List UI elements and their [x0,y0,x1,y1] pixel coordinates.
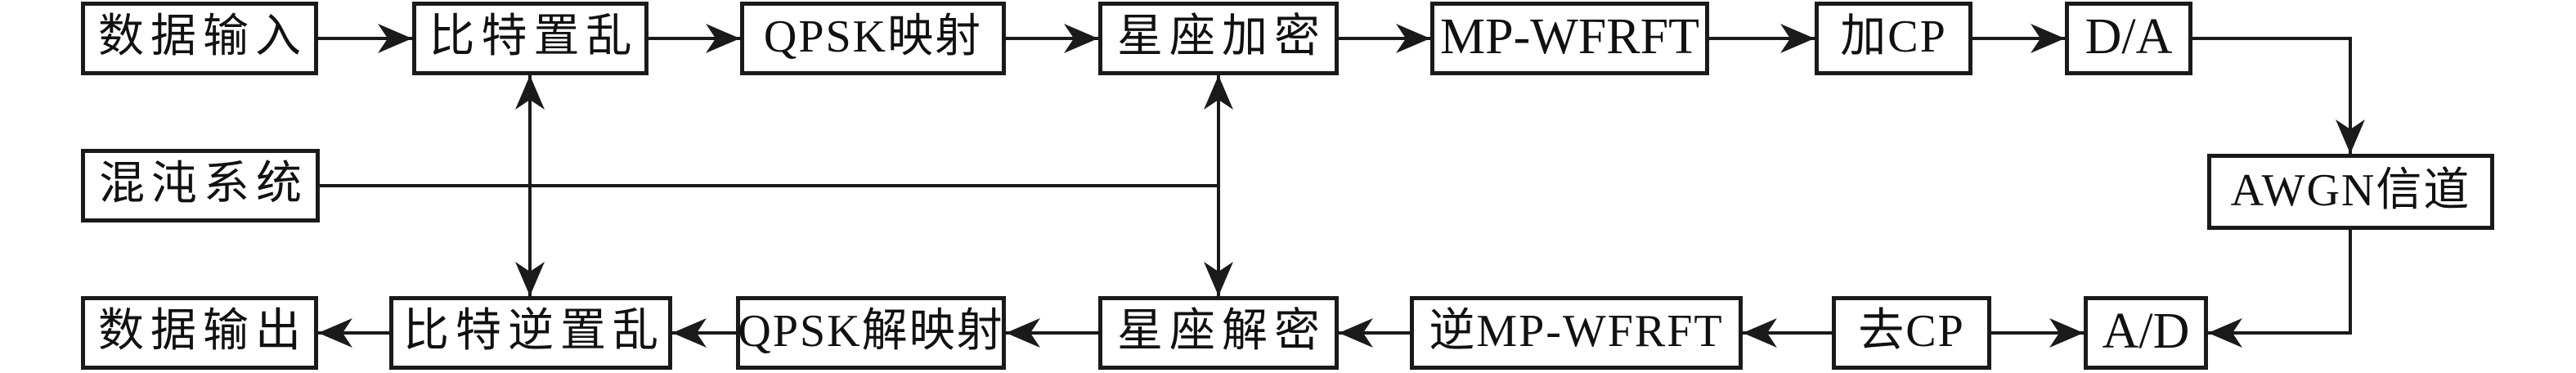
block-bit-scramble-label: 比特置乱 [429,11,639,62]
block-bit-scramble: 比特置乱 [412,2,648,75]
block-constellation-decrypt-label: 星座解密 [1117,306,1326,357]
block-qpsk-map: QPSK映射 [740,2,1006,75]
block-data-output-label: 数据输出 [98,306,307,357]
block-chaos-system: 混沌系统 [81,149,320,222]
block-add-cp: 加CP [1815,2,1972,75]
arrow-awgn-channel-to-ad [2208,230,2352,348]
block-mp-wfrft: MP-WFRFT [1430,2,1709,75]
block-data-input-label: 数据输入 [98,11,307,62]
block-remove-cp: 去CP [1832,296,1991,370]
block-constellation-encrypt: 星座加密 [1098,2,1339,75]
block-constellation-decrypt: 星座解密 [1098,296,1339,370]
block-ad-converter: A/D [2084,296,2208,370]
block-qpsk-map-label: QPSK映射 [763,11,983,62]
block-da-converter-label: D/A [2085,9,2173,65]
block-remove-cp-label: 去CP [1858,306,1965,357]
block-inverse-mp-wfrft-label: 逆MP-WFRFT [1429,306,1724,357]
block-bit-descramble-label: 比特逆置乱 [403,306,665,357]
block-inverse-mp-wfrft: 逆MP-WFRFT [1410,296,1743,370]
block-constellation-encrypt-label: 星座加密 [1117,11,1326,62]
block-chaos-system-label: 混沌系统 [99,159,308,209]
block-da-converter: D/A [2065,2,2192,75]
block-ad-converter-label: A/D [2102,303,2190,359]
block-add-cp-label: 加CP [1840,11,1947,62]
block-awgn-channel: AWGN信道 [2207,154,2494,230]
arrow-da-to-awgn-channel [2192,37,2365,154]
block-awgn-channel-label: AWGN信道 [2230,164,2471,216]
block-mp-wfrft-label: MP-WFRFT [1440,9,1699,65]
block-qpsk-demap: QPSK解映射 [736,296,1006,370]
block-bit-descramble: 比特逆置乱 [389,296,672,370]
block-data-input: 数据输入 [81,2,318,75]
block-qpsk-demap-label: QPSK解映射 [738,306,1004,357]
block-data-output: 数据输出 [81,296,318,370]
